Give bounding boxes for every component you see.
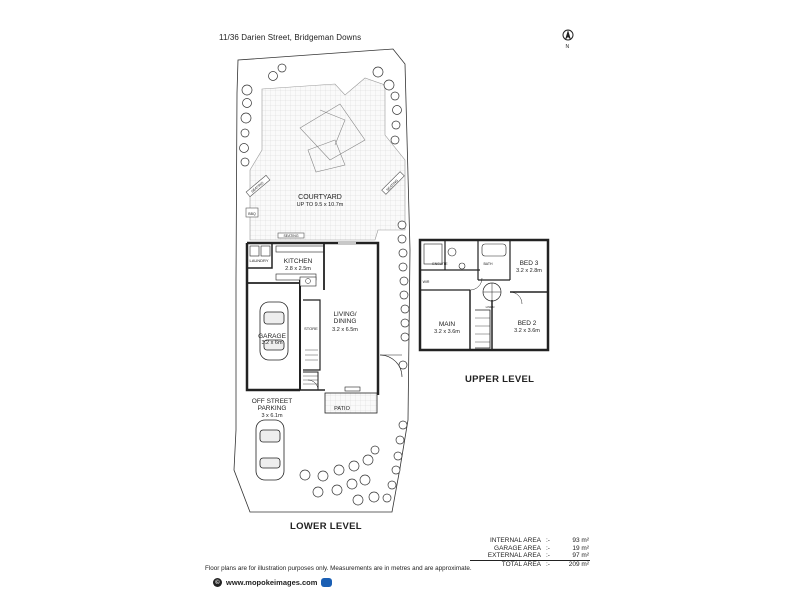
main-bedroom-label: MAIN	[439, 321, 456, 328]
wir-label: WIR	[423, 280, 430, 284]
area-value: 209 m²	[568, 560, 589, 568]
living-dims: 3.2 x 6.5m	[332, 327, 358, 333]
area-value: 93 m²	[572, 537, 589, 544]
parking-label-2: PARKING	[258, 405, 287, 412]
lot-boundary	[233, 48, 411, 513]
courtyard-paving	[249, 77, 406, 241]
area-name: GARAGE AREA	[494, 544, 541, 552]
brand-footer[interactable]: © www.mopokeimages.com	[213, 578, 333, 587]
laundry-label: LAUNDRY	[249, 258, 268, 263]
bed2-label: BED 2	[518, 320, 537, 327]
property-address: 11/36 Darien Street, Bridgeman Downs	[219, 33, 362, 42]
parking-label-1: OFF STREET	[252, 398, 292, 405]
bed3-dims: 3.2 x 2.8m	[516, 268, 542, 274]
area-name: EXTERNAL AREA	[487, 552, 541, 560]
upper-level-title: UPPER LEVEL	[465, 374, 535, 385]
bed3-label: BED 3	[520, 260, 539, 267]
area-value: 19 m²	[572, 544, 589, 552]
garage-dims: 3.2 x 6m	[261, 340, 283, 346]
lower-level-plan	[245, 241, 403, 414]
seating-label: SEATING	[283, 234, 298, 238]
bed2-dims: 3.2 x 3.6m	[514, 328, 540, 334]
patio-label: PATIO	[334, 406, 350, 412]
disclaimer: Floor plans are for illustration purpose…	[205, 565, 472, 572]
brand-url[interactable]: www.mopokeimages.com	[226, 578, 318, 587]
car-icon	[259, 301, 289, 361]
area-summary: INTERNAL AREA :- 93 m² GARAGE AREA :- 19…	[470, 537, 590, 568]
copyright-icon: ©	[213, 578, 222, 587]
area-row: INTERNAL AREA :- 93 m²	[470, 537, 590, 545]
garage-label: GARAGE	[258, 333, 286, 340]
area-row: GARAGE AREA :- 19 m²	[470, 545, 590, 553]
garden-shrubs	[239, 63, 410, 506]
store-label: STORE	[304, 326, 318, 331]
bath-label: BATH	[483, 262, 493, 266]
area-name: TOTAL AREA	[501, 560, 541, 568]
living-label-2: DINING	[334, 318, 357, 325]
kitchen-dims: 2.8 x 2.5m	[285, 266, 311, 272]
area-row: EXTERNAL AREA :- 97 m²	[470, 552, 590, 560]
area-value: 97 m²	[572, 552, 589, 560]
north-arrow-icon: N	[562, 29, 574, 50]
main-bedroom-dims: 3.2 x 3.6m	[434, 329, 460, 335]
area-row: TOTAL AREA :- 209 m²	[470, 559, 590, 569]
brand-logo-icon	[321, 578, 333, 587]
upper-level-plan	[418, 238, 550, 352]
area-name: INTERNAL AREA	[489, 537, 541, 544]
parking-dims: 3 x 6.1m	[261, 413, 283, 419]
north-label: N	[566, 44, 570, 50]
courtyard-dims: UP TO 9.5 x 10.7m	[297, 202, 344, 208]
kitchen-label: KITCHEN	[284, 258, 313, 265]
lower-level-title: LOWER LEVEL	[290, 521, 362, 532]
linen-label: LINEN	[486, 305, 495, 309]
living-label-1: LIVING/	[333, 311, 356, 318]
ensuite-label: ENSUITE	[432, 262, 448, 266]
car-icon	[255, 419, 285, 481]
bbq-label: BBQ	[248, 212, 256, 216]
courtyard-label: COURTYARD	[298, 194, 342, 201]
